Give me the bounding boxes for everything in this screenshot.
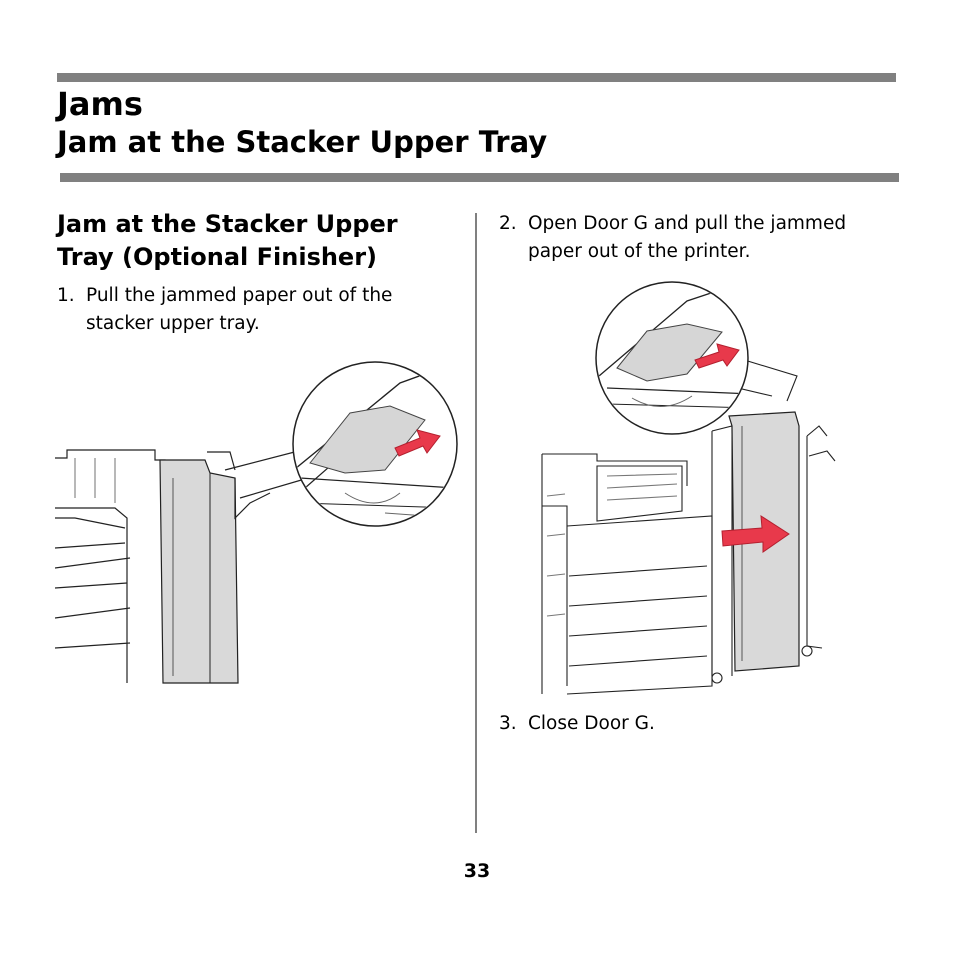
step-2-text: Open Door G and pull the jammed paper ou… — [528, 213, 847, 262]
chapter-title: Jams — [57, 85, 143, 123]
header-rule-top — [57, 73, 896, 82]
step-1-text: Pull the jammed paper out of the stacker… — [86, 285, 393, 334]
column-divider — [475, 213, 477, 833]
section-title: Jam at the Stacker Upper Tray — [57, 125, 548, 159]
step-1: 1. Pull the jammed paper out of the stac… — [57, 282, 457, 342]
door-g-illustration — [537, 276, 837, 696]
step-3-text: Close Door G. — [528, 713, 655, 734]
header-rule-bottom — [60, 173, 899, 182]
step-3: 3. Close Door G. — [499, 710, 799, 740]
step-2-number: 2. — [499, 213, 517, 234]
step-2: 2. Open Door G and pull the jammed paper… — [499, 210, 899, 270]
stacker-tray-illustration — [55, 358, 460, 686]
subsection-heading: Jam at the Stacker Upper Tray (Optional … — [57, 210, 398, 271]
step-3-number: 3. — [499, 713, 517, 734]
step-1-number: 1. — [57, 285, 75, 306]
page-number: 33 — [463, 860, 491, 882]
